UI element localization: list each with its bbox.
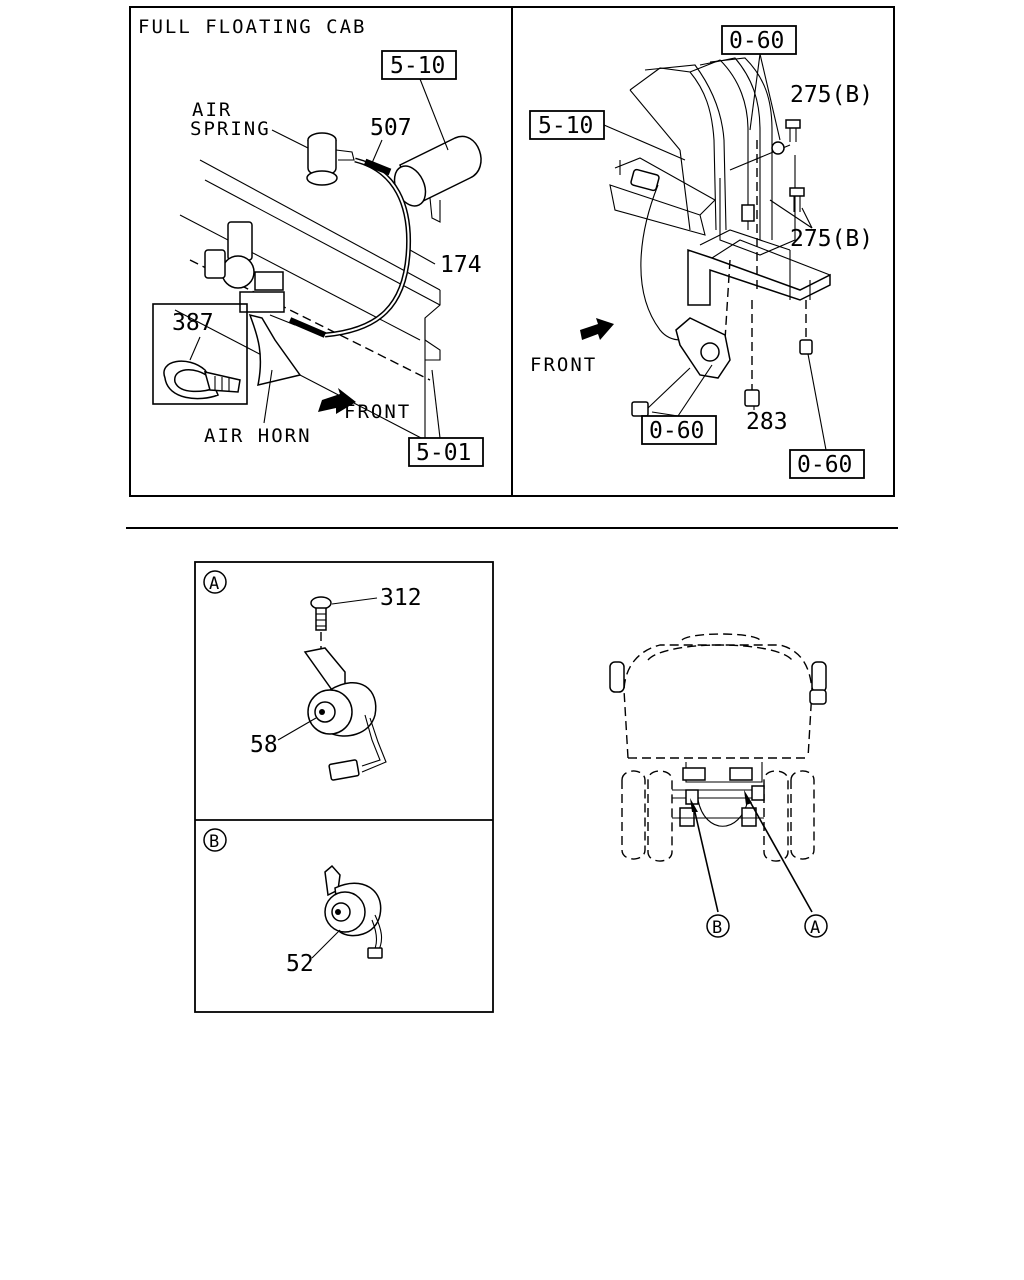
part-387-label: 387 [172,310,214,336]
detail-b: B 52 [203,828,383,977]
panel-top-right: 0-60 275(B) 275(B) 5-10 FRONT 0-60 283 0… [529,25,873,479]
part-174-label: 174 [440,252,482,278]
ref-5-10-label: 5-10 [390,53,445,79]
ref-5-10-box [381,50,457,80]
part-52-label: 52 [286,951,314,977]
detail-b-marker-label: B [209,832,219,852]
bolt-275b-mid-icon [789,187,805,212]
clamp-387-inset [152,303,248,405]
truck-rear-view: B A [609,633,828,938]
ref-0-60-bottom-right-label: 0-60 [797,452,852,478]
part-275b-mid-label: 275(B) [790,226,873,252]
truck-cab-outline [623,644,813,759]
clamp-387-drawing [163,360,241,400]
ref-0-60-bottom-left-label: 0-60 [649,418,704,444]
bolt-275b-top-icon [785,119,801,142]
detail-a-marker-label: A [209,574,219,594]
part-58-label: 58 [250,732,278,758]
truck-marker-a [804,914,828,938]
wheel-left-inner [647,770,673,862]
ref-5-01-box [408,437,484,467]
ref-0-60-top-label: 0-60 [729,28,784,54]
detail-a: A 312 58 [203,570,422,781]
front-arrow-right-icon [580,318,614,340]
detail-a-marker [203,570,227,594]
panel-title: FULL FLOATING CAB [138,16,366,38]
air-spring-drawing [306,132,355,186]
wheel-right-outer [790,770,815,860]
detail-b-marker [203,828,227,852]
cab-outline-drawing [629,57,773,240]
part-312-label: 312 [380,585,422,611]
ref-0-60-top-box [721,25,797,55]
nut-top-icon [771,141,785,155]
air-hose-174 [324,157,412,338]
air-spring-label-line2: SPRING [190,118,271,140]
wheel-left-outer [621,770,646,860]
truck-marker-b [706,914,730,938]
part-283-label: 283 [746,409,788,435]
ref-0-60-bottom-left-box [641,415,717,445]
nut-right-icon [799,339,813,355]
ref-5-10-right-label: 5-10 [538,113,593,139]
screw-312-icon [310,596,332,631]
horn-58-drawing [303,647,387,781]
ref-0-60-bottom-right-box [789,449,865,479]
horn-assembly-drawing [631,317,731,417]
hose-fitting-507 [363,158,392,176]
air-horn-valve-drawing [204,221,302,387]
front-arrow-icon [318,388,356,414]
nut-283-icon [744,389,760,407]
truck-marker-a-label: A [810,918,820,938]
air-spring-label-line1: AIR [192,99,232,121]
panel-top-left: FULL FLOATING CAB [138,16,484,467]
wheel-right-inner [763,770,789,862]
ref-5-01-label: 5-01 [416,440,471,466]
part-275b-top-label: 275(B) [790,82,873,108]
ref-5-10-right-box [529,110,605,140]
horn-52-drawing [324,864,383,959]
front-label: FRONT [344,401,411,423]
truck-marker-b-label: B [712,918,722,938]
detail-frame [194,561,494,1013]
air-horn-label: AIR HORN [204,425,312,447]
part-507-label: 507 [370,115,412,141]
front-label-right: FRONT [530,354,597,376]
cab-mount-bracket-drawing [609,144,831,306]
